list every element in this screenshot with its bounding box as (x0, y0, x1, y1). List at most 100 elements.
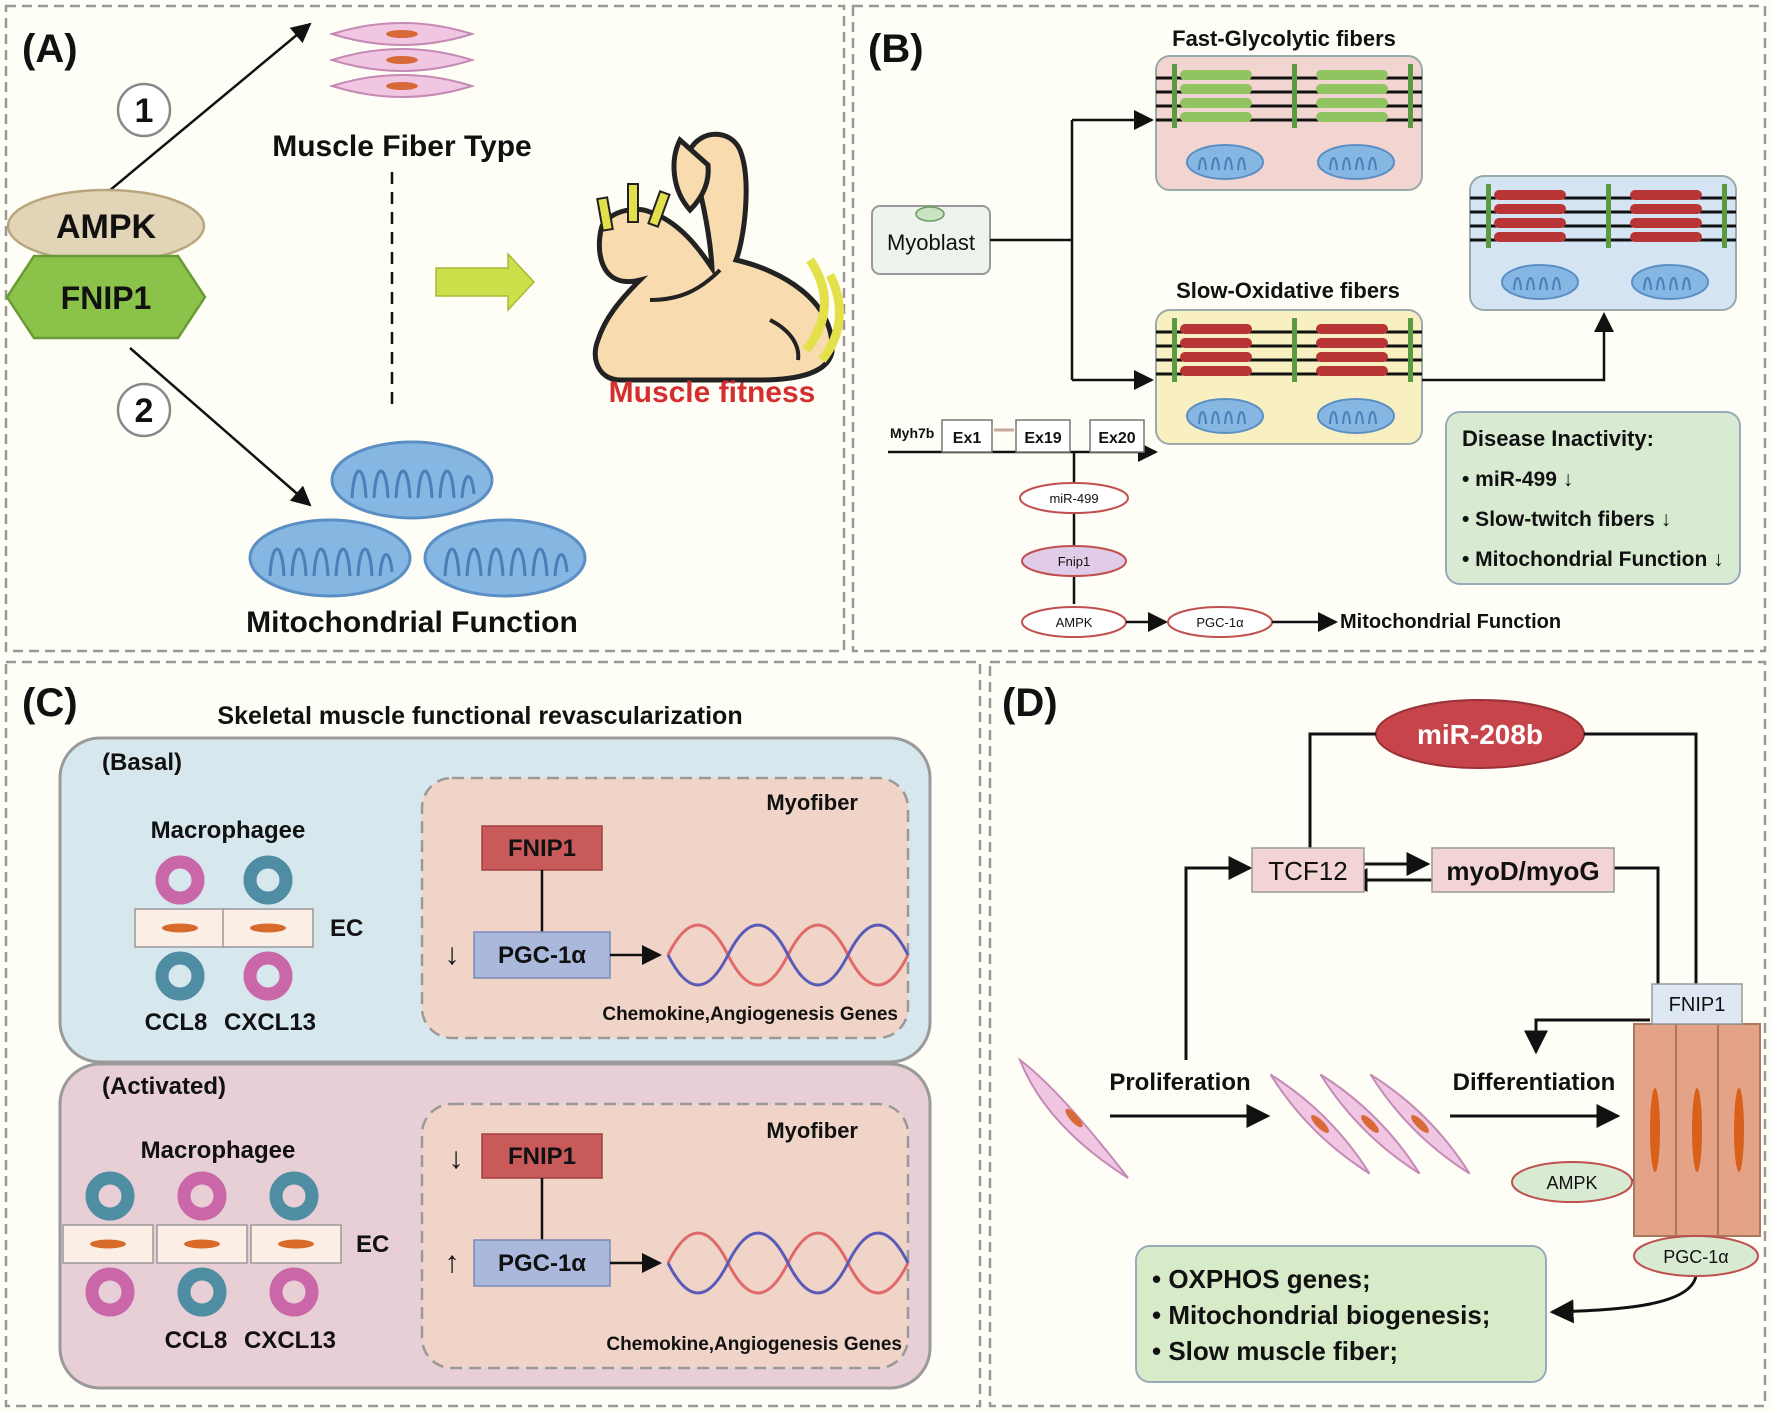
ex19-label: Ex19 (1024, 430, 1061, 447)
disease-box (1445, 411, 1741, 585)
mito-function-label-b: Mitochondrial Function (1340, 611, 1561, 633)
fnip1-box-d (1651, 983, 1743, 1025)
fnip1-box-basal (481, 825, 603, 871)
panel-c-title: Skeletal muscle functional revasculariza… (217, 702, 742, 730)
proliferation-label: Proliferation (1109, 1069, 1250, 1096)
myoblast-branch-lines (990, 110, 1614, 390)
myofiber-label-basal: Myofiber (766, 790, 858, 815)
disease-item-3: • Mitochondrial Function ↓ (1462, 548, 1724, 571)
ampk-oval-d (1511, 1161, 1633, 1203)
macrophagee-label-activated: Macrophagee (141, 1137, 296, 1164)
ex19-box (1015, 419, 1071, 453)
mir208b-label: miR-208b (1417, 719, 1543, 750)
step-1-circle (116, 82, 172, 138)
mir499-oval (1019, 482, 1129, 514)
ex1-label: Ex1 (953, 430, 982, 447)
down-arrow-activated: ↓ (449, 1142, 464, 1175)
myofiber-box-basal (420, 776, 910, 1040)
ccl8-label-basal: CCL8 (145, 1009, 208, 1036)
macrophagee-label-basal: Macrophagee (151, 817, 306, 844)
disease-title: Disease Inactivity: (1462, 426, 1654, 451)
panel-a-letter: (A) (22, 27, 78, 71)
oxidative-fiber-box-right (1469, 175, 1737, 311)
panel-b-letter: (B) (868, 27, 924, 71)
genes-label-activated: Chemokine,Angiogenesis Genes (606, 1334, 902, 1355)
panel-a-border (4, 4, 846, 653)
step-1-label: 1 (135, 92, 154, 130)
fnip1-box-activated (481, 1133, 603, 1179)
myh7b-label: Myh7b (890, 425, 934, 441)
step-2-circle (116, 382, 172, 438)
myofiber-label-activated: Myofiber (766, 1118, 858, 1143)
myod-box (1431, 847, 1615, 893)
tcf12-label: TCF12 (1268, 856, 1347, 886)
ampk-label-d: AMPK (1546, 1173, 1597, 1193)
step-2-label: 2 (135, 392, 154, 430)
basal-label: (Basal) (102, 749, 182, 776)
disease-item-2: • Slow-twitch fibers ↓ (1462, 508, 1671, 531)
outcome-item-1: • OXPHOS genes; (1152, 1264, 1371, 1294)
muscle-fitness-label: Muscle fitness (609, 376, 816, 409)
ec-label-basal: EC (330, 915, 363, 942)
pgc-box-basal (473, 931, 611, 979)
ampk-label: AMPK (56, 208, 157, 246)
tcf12-box (1251, 847, 1365, 893)
proliferating-cells (1269, 1073, 1471, 1175)
panel-c-border (4, 660, 982, 1408)
mito-function-label: Mitochondrial Function (246, 606, 578, 639)
myoblast-nucleus (915, 206, 945, 222)
fnip1-label-basal: FNIP1 (508, 835, 576, 862)
fnip1-label: FNIP1 (61, 280, 152, 316)
fiber-type-label: Muscle Fiber Type (272, 130, 532, 163)
pgc-oval-d (1633, 1235, 1759, 1277)
fnip1-label-b: Fnip1 (1058, 554, 1091, 569)
dna-helix-basal (666, 923, 910, 987)
myoblast-label: Myoblast (887, 230, 975, 255)
fnip1-label-d: FNIP1 (1669, 994, 1726, 1016)
outcome-item-3: • Slow muscle fiber; (1152, 1336, 1398, 1366)
fnip1-label-activated: FNIP1 (508, 1143, 576, 1170)
pgc-label-b: PGC-1α (1196, 615, 1244, 630)
ccl8-label-activated: CCL8 (165, 1327, 228, 1354)
ampk-label-b: AMPK (1056, 615, 1093, 630)
pgc-box-activated (473, 1239, 611, 1287)
arrow-to-mitochondria (129, 347, 312, 507)
ex1-box (941, 419, 993, 453)
ec-label-activated: EC (356, 1231, 389, 1258)
pgc-label-activated: PGC-1α (498, 1250, 586, 1277)
panel-c-letter: (C) (22, 681, 78, 725)
slow-fibers-title: Slow-Oxidative fibers (1176, 278, 1400, 303)
differentiation-label: Differentiation (1453, 1069, 1616, 1096)
mir499-label: miR-499 (1049, 491, 1098, 506)
panel-d-border (988, 660, 1767, 1408)
cxcl13-label-basal: CXCL13 (224, 1009, 316, 1036)
disease-item-1: • miR-499 ↓ (1462, 468, 1573, 491)
outcome-box (1135, 1245, 1547, 1383)
myotube (1633, 1023, 1761, 1237)
outcome-item-2: • Mitochondrial biogenesis; (1152, 1300, 1490, 1330)
panel-b-border (851, 4, 1767, 653)
arrow-to-fiber-type (102, 22, 312, 197)
ex20-label: Ex20 (1098, 430, 1135, 447)
flexed-arm-icon (592, 131, 844, 383)
myoblast-cell-d (1017, 1057, 1129, 1179)
genes-label-basal: Chemokine,Angiogenesis Genes (602, 1004, 898, 1025)
up-arrow-activated: ↑ (445, 1246, 460, 1279)
fnip1-oval-b (1021, 545, 1127, 577)
panel-d-connectors (1110, 732, 1707, 1324)
pgc-label-basal: PGC-1α (498, 942, 586, 969)
fast-fibers-title: Fast-Glycolytic fibers (1172, 26, 1396, 51)
pgc-label-d: PGC-1α (1663, 1247, 1728, 1267)
activated-label: (Activated) (102, 1073, 226, 1100)
muscle-fiber-cells (328, 22, 476, 98)
slow-fiber-box (1155, 309, 1423, 445)
ex20-box (1089, 419, 1145, 453)
down-arrow-basal: ↓ (445, 938, 460, 971)
fast-fiber-box (1155, 55, 1423, 191)
cxcl13-label-activated: CXCL13 (244, 1327, 336, 1354)
mitochondria-group (248, 440, 587, 598)
fnip1-hexagon (5, 254, 207, 340)
panel-d-letter: (D) (1002, 681, 1058, 725)
myod-label: myoD/myoG (1446, 856, 1599, 886)
